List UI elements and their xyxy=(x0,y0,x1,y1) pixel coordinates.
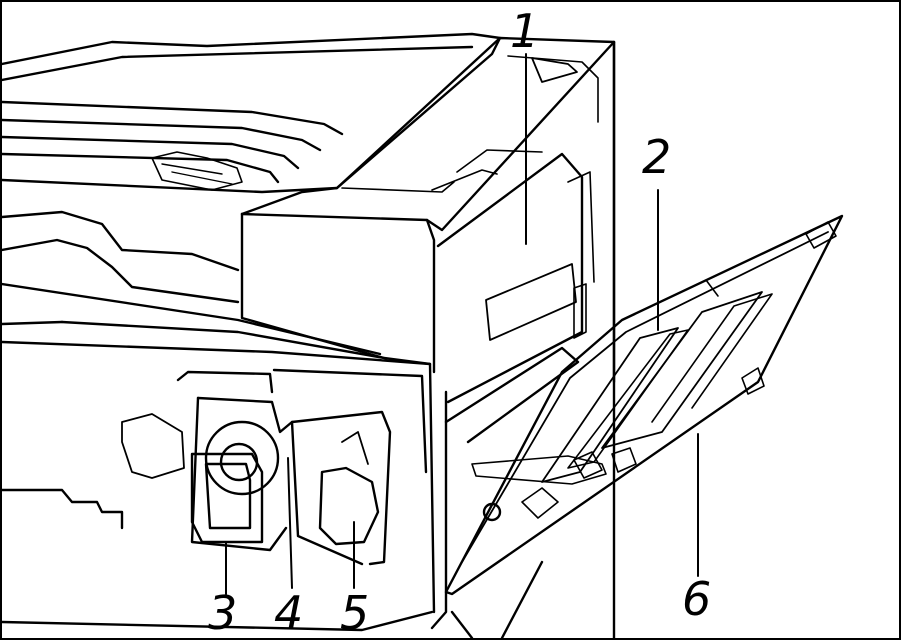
paper-exit-tray xyxy=(2,210,386,360)
leader-line-4 xyxy=(287,457,293,589)
lower-front-body xyxy=(2,340,436,632)
toner-cartridge xyxy=(190,420,280,544)
open-right-door xyxy=(444,214,844,596)
callout-label-3: 3 xyxy=(208,586,238,640)
waste-toner-container xyxy=(318,431,380,546)
printer-top-right-body xyxy=(240,36,616,404)
callout-label-2: 2 xyxy=(642,130,672,184)
callout-label-4: 4 xyxy=(274,586,304,640)
callout-label-1: 1 xyxy=(510,4,540,58)
callout-label-6: 6 xyxy=(682,572,712,626)
callout-leader-lines xyxy=(225,53,699,595)
right-frame-edge xyxy=(430,40,616,638)
callout-label-5: 5 xyxy=(340,586,370,640)
output-tray xyxy=(2,32,502,194)
